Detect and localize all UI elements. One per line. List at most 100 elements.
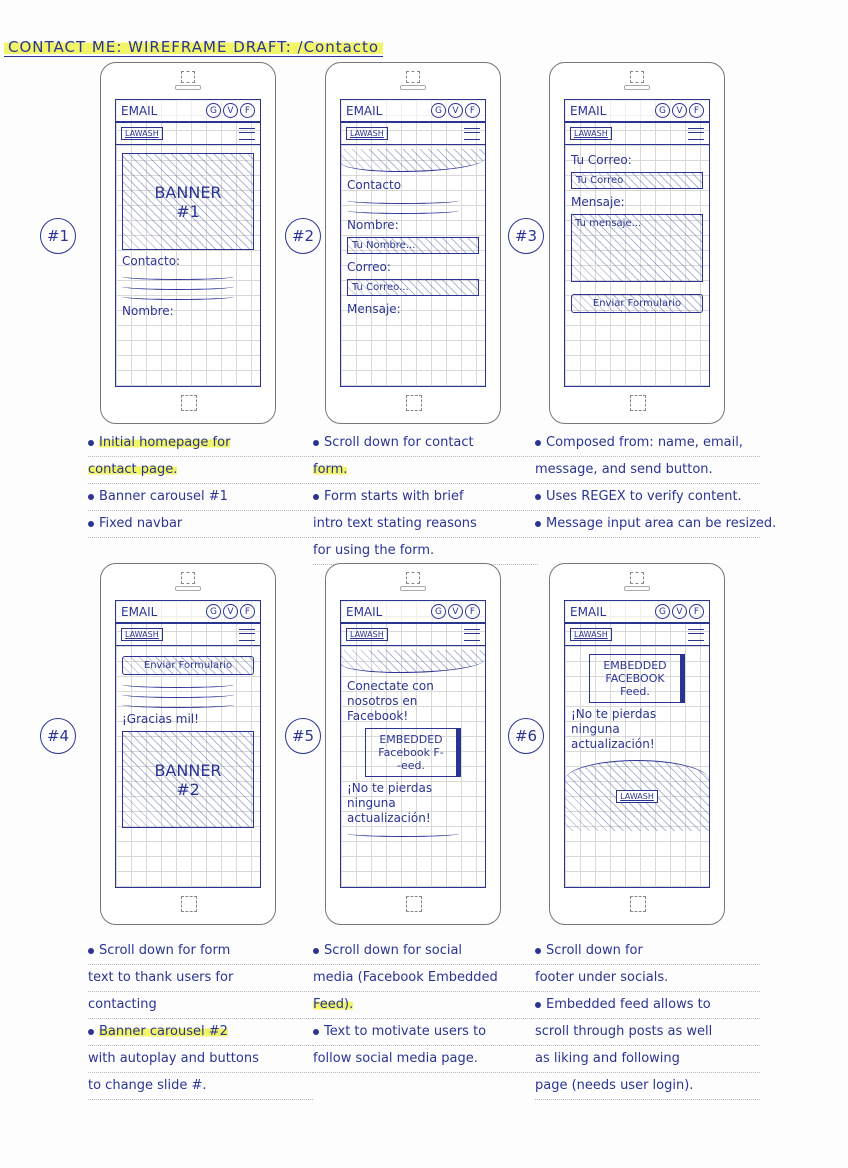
vimeo-icon[interactable]: V <box>448 103 463 118</box>
note-line: media (Facebook Embedded <box>313 965 538 992</box>
facebook-embed[interactable]: EMBEDDED Facebook F- -eed. <box>365 728 461 777</box>
note-text: message, and send button. <box>535 462 713 477</box>
logo[interactable]: LAWASH <box>121 127 163 140</box>
hamburger-menu-icon[interactable] <box>239 628 255 641</box>
note-line: Banner carousel #2 <box>88 1019 313 1046</box>
facebook-icon[interactable]: F <box>689 604 704 619</box>
text-input[interactable]: Tu Nombre... <box>347 237 479 254</box>
note-line: follow social media page. <box>313 1046 538 1073</box>
note-text: scroll through posts as well <box>535 1024 713 1039</box>
note-line: intro text stating reasons <box>313 511 538 538</box>
footer-logo[interactable]: LAWASH <box>616 789 658 803</box>
submit-button[interactable]: Enviar Formulario <box>571 294 703 313</box>
text-input[interactable]: Tu Correo <box>571 172 703 189</box>
note-text: for using the form. <box>313 543 435 558</box>
note-line: Text to motivate users to <box>313 1019 538 1046</box>
text-label: Contacto: <box>122 254 181 268</box>
note-line: footer under socials. <box>535 965 760 992</box>
hamburger-menu-icon[interactable] <box>688 127 704 140</box>
vimeo-icon[interactable]: V <box>672 604 687 619</box>
vimeo-icon[interactable]: V <box>672 103 687 118</box>
facebook-icon[interactable]: F <box>240 103 255 118</box>
banner-edge <box>341 149 485 172</box>
logo[interactable]: LAWASH <box>121 628 163 641</box>
text-label: Mensaje: <box>347 302 401 316</box>
bullet-icon <box>88 493 94 500</box>
note-line: page (needs user login). <box>535 1073 760 1100</box>
google-icon[interactable]: G <box>655 604 670 619</box>
hamburger-menu-icon[interactable] <box>464 127 480 140</box>
logo[interactable]: LAWASH <box>570 127 612 140</box>
logo[interactable]: LAWASH <box>570 628 612 641</box>
camera-icon <box>630 572 644 584</box>
hamburger-menu-icon[interactable] <box>464 628 480 641</box>
facebook-icon[interactable]: F <box>689 103 704 118</box>
note-line: as liking and following <box>535 1046 760 1073</box>
home-button <box>630 896 646 912</box>
hamburger-menu-icon[interactable] <box>688 628 704 641</box>
submit-button[interactable]: Enviar Formulario <box>122 656 254 675</box>
wireframe-number: #6 <box>508 718 544 754</box>
navbar: LAWASH <box>565 123 709 145</box>
logo[interactable]: LAWASH <box>346 127 388 140</box>
message-textarea[interactable]: Tu mensaje... <box>571 214 703 282</box>
email-link[interactable]: EMAIL <box>570 604 607 619</box>
note-line: Composed from: name, email, <box>535 430 760 457</box>
text-input[interactable]: Tu Correo... <box>347 279 479 296</box>
facebook-icon[interactable]: F <box>465 604 480 619</box>
note-line: Scroll down for <box>535 938 760 965</box>
hamburger-menu-icon[interactable] <box>239 127 255 140</box>
note-text: Scroll down for social <box>324 943 463 958</box>
google-icon[interactable]: G <box>655 103 670 118</box>
navbar: LAWASH <box>116 123 260 145</box>
note-text: Scroll down for contact <box>324 435 474 450</box>
bullet-icon <box>313 439 319 446</box>
wireframe-number: #5 <box>285 718 321 754</box>
email-link[interactable]: EMAIL <box>121 103 158 118</box>
wireframe-number: #3 <box>508 218 544 254</box>
note-text: with autoplay and buttons <box>88 1051 259 1066</box>
wireframe-number: #2 <box>285 218 321 254</box>
facebook-icon[interactable]: F <box>465 103 480 118</box>
navbar: LAWASH <box>341 123 485 145</box>
google-icon[interactable]: G <box>431 604 446 619</box>
facebook-icon[interactable]: F <box>240 604 255 619</box>
vimeo-icon[interactable]: V <box>223 103 238 118</box>
bullet-icon <box>535 1001 541 1008</box>
google-icon[interactable]: G <box>431 103 446 118</box>
home-button <box>406 896 422 912</box>
placeholder-text <box>122 701 235 708</box>
camera-icon <box>406 71 420 83</box>
email-link[interactable]: EMAIL <box>346 103 383 118</box>
text-label: Mensaje: <box>571 195 625 209</box>
note-text: Feed). <box>313 997 354 1012</box>
note-text: Uses REGEX to verify content. <box>546 489 742 504</box>
banner-carousel[interactable]: BANNER #2 <box>122 731 254 828</box>
banner-carousel[interactable]: BANNER #1 <box>122 153 254 250</box>
note-text: follow social media page. <box>313 1051 478 1066</box>
vimeo-icon[interactable]: V <box>448 604 463 619</box>
vimeo-icon[interactable]: V <box>223 604 238 619</box>
speaker-icon <box>175 85 201 90</box>
logo[interactable]: LAWASH <box>346 628 388 641</box>
camera-icon <box>181 71 195 83</box>
email-link[interactable]: EMAIL <box>570 103 607 118</box>
email-link[interactable]: EMAIL <box>121 604 158 619</box>
facebook-embed[interactable]: EMBEDDED FACEBOOK Feed. <box>589 654 685 703</box>
google-icon[interactable]: G <box>206 103 221 118</box>
google-icon[interactable]: G <box>206 604 221 619</box>
email-link[interactable]: EMAIL <box>346 604 383 619</box>
